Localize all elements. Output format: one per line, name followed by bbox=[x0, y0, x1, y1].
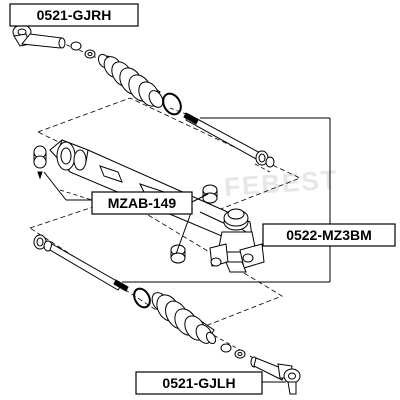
label-mzab-149: MZAB-149 bbox=[91, 191, 193, 215]
rack-mount-bushing-left bbox=[33, 145, 47, 180]
pinion-valve-assembly bbox=[209, 208, 265, 273]
tie-rod-end-left bbox=[250, 356, 301, 395]
clamp-ring-upper bbox=[162, 92, 182, 116]
lower-dashed-outline bbox=[29, 197, 283, 333]
inner-tie-rod-lower bbox=[33, 234, 129, 292]
upper-dashed-outline bbox=[36, 97, 302, 215]
rack-housing bbox=[49, 139, 253, 243]
label-0521-gjrh-text: 0521-GJRH bbox=[37, 7, 112, 23]
watermark: FEBEST bbox=[223, 164, 339, 202]
inner-tie-rod-upper bbox=[183, 112, 275, 168]
lock-nut-upper bbox=[70, 41, 96, 59]
label-0521-gjlh-text: 0521-GJLH bbox=[162, 375, 235, 391]
label-0522-mz3bm-text: 0522-MZ3BM bbox=[286, 227, 372, 243]
tie-rod-end-right bbox=[12, 24, 66, 49]
rack-mount-bushing-middle bbox=[202, 184, 218, 204]
lock-nut-lower bbox=[220, 343, 246, 359]
rack-mount-bushing-right bbox=[170, 244, 186, 264]
steering-boot-upper bbox=[97, 53, 164, 108]
label-mzab-149-text: MZAB-149 bbox=[108, 195, 177, 211]
label-0521-gjrh: 0521-GJRH bbox=[9, 3, 139, 27]
label-0522-mz3bm: 0522-MZ3BM bbox=[262, 223, 396, 247]
label-0521-gjlh: 0521-GJLH bbox=[135, 371, 263, 395]
steering-boot-lower bbox=[151, 292, 217, 345]
callout-lines bbox=[9, 16, 331, 383]
clamp-ring-lower bbox=[133, 287, 151, 309]
